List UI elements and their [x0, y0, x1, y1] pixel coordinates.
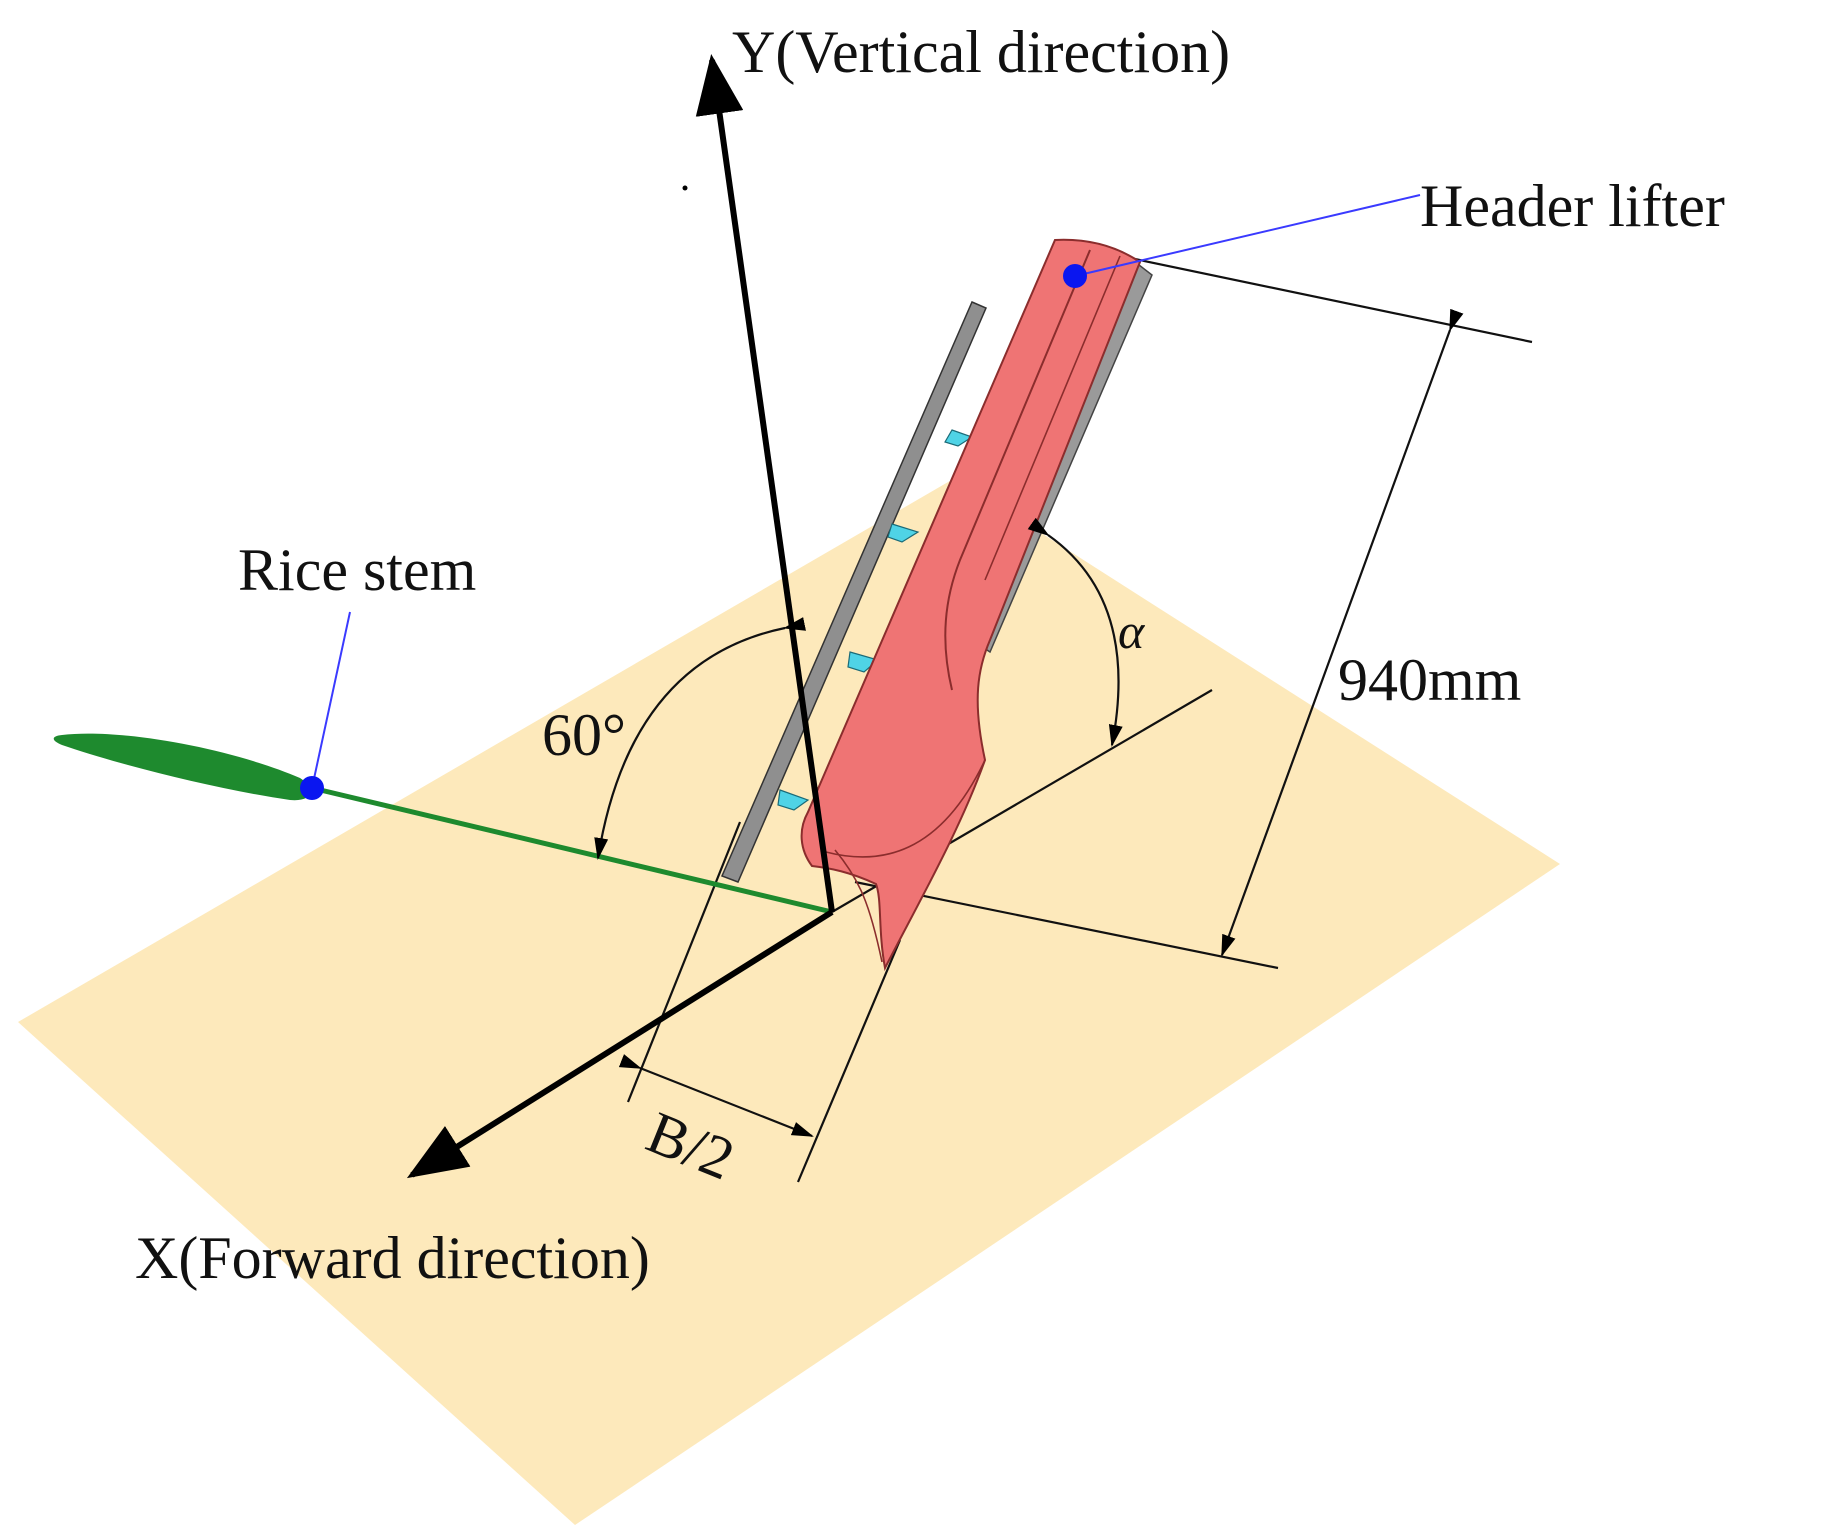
- rice-leaf: [53, 733, 311, 801]
- length-dimension-label: 940mm: [1338, 647, 1521, 713]
- lifter-inner-edge: [944, 249, 1091, 691]
- angle-alpha-arc: [1027, 517, 1123, 747]
- rice-stem-label: Rice stem: [238, 537, 476, 603]
- y-axis-arrow: [695, 54, 835, 913]
- lifter-tine-3: [847, 651, 880, 673]
- angle-alpha-label: α: [1118, 603, 1146, 659]
- rice-stem-point-marker: [300, 776, 324, 800]
- header-lifter-leader: [1074, 194, 1421, 277]
- lifter-inner-edge-2: [984, 255, 1121, 581]
- x-axis-arrow: [406, 909, 834, 1179]
- lifter-lower-edge: [825, 759, 986, 858]
- angle-60-label: 60°: [542, 702, 626, 768]
- half-width-dimension-line: [618, 1054, 814, 1138]
- header-lifter-label: Header lifter: [1420, 173, 1725, 239]
- rice-stem-leader: [311, 611, 351, 789]
- stray-dot: [682, 185, 688, 191]
- lifter-tine-1: [944, 429, 974, 447]
- header-lifter-body: [800, 238, 1142, 972]
- width-extension-line-right: [796, 939, 902, 1183]
- ground-plane: [18, 478, 1560, 1525]
- header-lifter-point-marker: [1063, 264, 1087, 288]
- dimension-extension-line-top: [1129, 256, 1533, 344]
- x-axis-label: X(Forward direction): [135, 1225, 650, 1291]
- lifter-tip-edge: [834, 849, 883, 963]
- length-dimension-line: [1220, 308, 1464, 957]
- angle-60-arc: [594, 617, 807, 860]
- y-axis-label: Y(Vertical direction): [732, 19, 1230, 85]
- rice-stem-line: [311, 785, 833, 915]
- dimension-extension-line-bottom: [854, 880, 1279, 970]
- lifter-tine-2: [887, 523, 920, 543]
